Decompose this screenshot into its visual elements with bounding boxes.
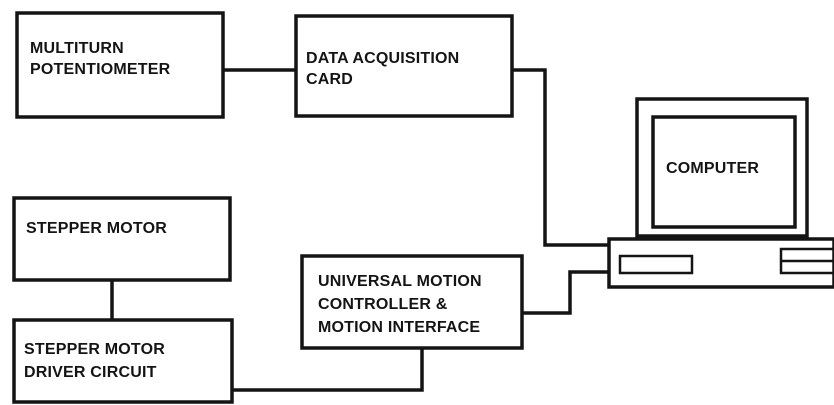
- computer-base: [609, 239, 834, 287]
- motion-controller-label-line3: MOTION INTERFACE: [318, 316, 482, 339]
- potentiometer-label-line2: POTENTIOMETER: [30, 59, 170, 80]
- motion-controller-label-line1: UNIVERSAL MOTION: [318, 270, 482, 293]
- disk-drive-slot-left: [620, 256, 692, 273]
- daq-card-label: DATA ACQUISITION CARD: [306, 48, 459, 90]
- stepper-driver-label-line2: DRIVER CIRCUIT: [24, 361, 165, 384]
- connector-driver-controller: [232, 348, 422, 390]
- daq-card-label-line1: DATA ACQUISITION: [306, 48, 459, 69]
- motion-controller-label: UNIVERSAL MOTION CONTROLLER & MOTION INT…: [318, 270, 482, 339]
- potentiometer-label: MULTITURN POTENTIOMETER: [30, 38, 170, 80]
- connector-controller-computer: [522, 272, 609, 313]
- motion-controller-label-line2: CONTROLLER &: [318, 293, 482, 316]
- stepper-driver-label: STEPPER MOTOR DRIVER CIRCUIT: [24, 338, 165, 384]
- connector-daq-computer: [512, 70, 609, 245]
- stepper-driver-label-line1: STEPPER MOTOR: [24, 338, 165, 361]
- computer-label: COMPUTER: [666, 158, 759, 179]
- potentiometer-label-line1: MULTITURN: [30, 38, 170, 59]
- daq-card-label-line2: CARD: [306, 69, 459, 90]
- stepper-motor-label: STEPPER MOTOR: [26, 218, 167, 239]
- stepper-motor-box: [14, 198, 230, 280]
